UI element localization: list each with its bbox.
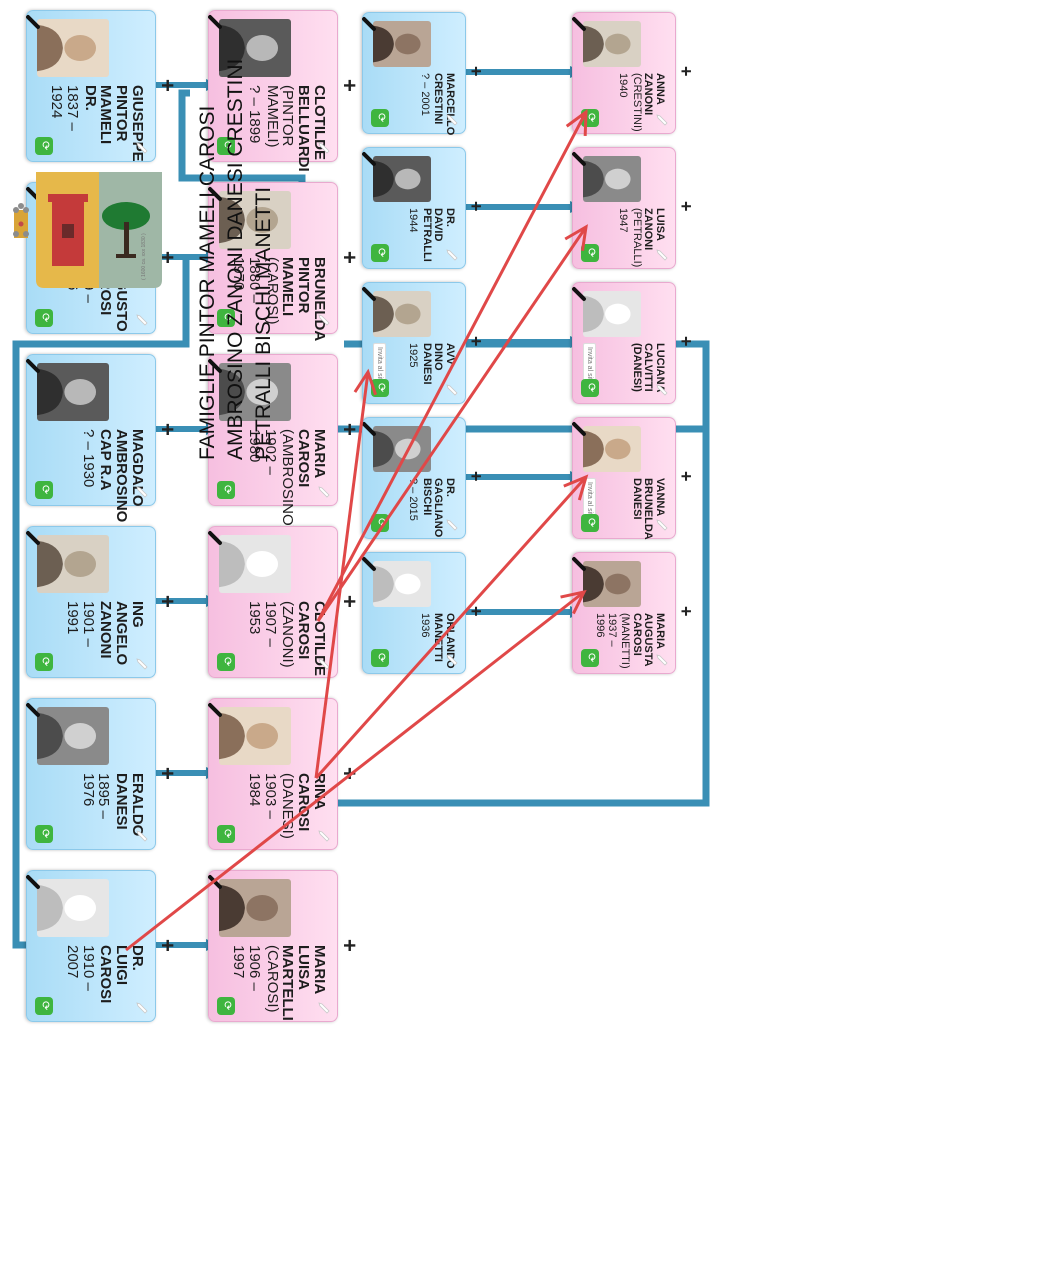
edit-pencil-icon[interactable] [317, 141, 331, 155]
title-line-2: AMBROSINO ZANONI DANESI CRESTINI [224, 58, 247, 460]
crown-icon [13, 203, 29, 238]
person-photo[interactable] [219, 363, 291, 421]
edit-pencil-icon[interactable] [445, 383, 459, 397]
person-photo[interactable] [219, 19, 291, 77]
edit-pencil-icon[interactable] [445, 113, 459, 127]
female-person-card[interactable]: ANNA ZANONI(CRESTINI)1940⟳ [571, 12, 676, 134]
female-person-card[interactable]: LUISA ZANONI(PETRALLI)1947⟳ [571, 147, 676, 269]
person-photo[interactable] [373, 561, 431, 607]
female-person-card[interactable]: RINA CAROSI(DANESI)1903 – 1984⟳ [207, 698, 338, 850]
person-photo[interactable] [37, 363, 109, 421]
female-person-card[interactable]: MARIA AUGUSTA CAROSI(MANETTI)1937 – 1996… [571, 552, 676, 674]
person-photo[interactable] [583, 21, 641, 67]
edit-pencil-icon[interactable] [317, 313, 331, 327]
person-photo[interactable] [219, 879, 291, 937]
person-photo[interactable] [37, 879, 109, 937]
person-photo[interactable] [37, 535, 109, 593]
female-person-card[interactable]: CLOTILDE CAROSI(ZANONI)1907 – 1953⟳ [207, 526, 338, 678]
person-photo[interactable] [219, 535, 291, 593]
title-line-3: PETRALLI BISCHI MANETTI [252, 186, 275, 460]
male-person-card[interactable]: MARCELLO CRESTINI? – 2001⟳ [361, 12, 466, 135]
coat-of-arms-motto: ( 1600 ca. xxx 1830 ) [141, 233, 147, 280]
edit-pencil-icon[interactable] [135, 485, 149, 499]
title-line-1: FAMIGLIE PINTOR MAMELI CAROSI [196, 105, 219, 460]
descendant-arrow [125, 590, 585, 952]
female-person-card[interactable]: CLOTILDE BELLUARDI(PINTOR MAMELI)? – 189… [207, 10, 338, 172]
female-person-card[interactable]: MARIA LUISA MARTELLI(CAROSI)1906 – 1997⟳ [207, 870, 338, 1022]
edit-pencil-icon[interactable] [655, 653, 669, 667]
female-person-card[interactable]: MARIA CAROSI(AMBROSINO)1902 – 1980⟳ [207, 354, 338, 531]
coat-of-arms-icon: ( 1600 ca. xxx 1830 ) [13, 172, 162, 288]
descendant-arrow-head [560, 589, 587, 615]
female-person-card[interactable]: LUCIANA CALVITTI (DANESI)Invita al sito⟳ [571, 282, 676, 404]
edit-pencil-icon[interactable] [135, 141, 149, 155]
male-person-card[interactable]: GIUSEPPE PINTOR MAMELI Dr.1837 – 1924⟳ [25, 10, 156, 162]
descent-connector [338, 340, 710, 807]
coat-of-arms: ( 1600 ca. xxx 1830 ) [4, 164, 169, 304]
person-photo[interactable] [219, 191, 291, 249]
edit-pencil-icon[interactable] [655, 113, 669, 127]
descent-connector [12, 257, 190, 949]
person-photo[interactable] [583, 426, 641, 472]
edit-pencil-icon[interactable] [135, 1001, 149, 1015]
descendant-arrow [316, 226, 588, 622]
person-photo[interactable] [373, 21, 431, 67]
edit-pencil-icon[interactable] [135, 657, 149, 671]
person-photo[interactable] [37, 19, 109, 77]
edit-pencil-icon[interactable] [445, 518, 459, 532]
descendant-arrow-head [565, 108, 588, 137]
edit-pencil-icon[interactable] [655, 248, 669, 262]
person-photo[interactable] [373, 156, 431, 202]
title-block: FAMIGLIE PINTOR MAMELI CAROSI AMBROSINO … [196, 20, 286, 460]
descendant-arrow-head [563, 474, 589, 501]
person-photo[interactable] [37, 707, 109, 765]
person-photo[interactable] [583, 561, 641, 607]
edit-pencil-icon[interactable] [445, 248, 459, 262]
person-photo[interactable] [219, 707, 291, 765]
edit-pencil-icon[interactable] [317, 657, 331, 671]
edit-pencil-icon[interactable] [655, 383, 669, 397]
descendant-arrow [314, 475, 588, 780]
edit-pencil-icon[interactable] [655, 518, 669, 532]
person-photo[interactable] [583, 156, 641, 202]
female-person-card[interactable]: BRUNELDA PINTOR MAMELI(CAROSI)1880 – 197… [207, 182, 338, 341]
descendant-arrow [316, 111, 588, 622]
edit-pencil-icon[interactable] [317, 485, 331, 499]
edit-pencil-icon[interactable] [317, 1001, 331, 1015]
male-person-card[interactable]: MAGDALO AMBROSINO Cap R.A? – 1930⟳ [25, 354, 156, 522]
edit-pencil-icon[interactable] [445, 653, 459, 667]
person-photo[interactable] [583, 291, 641, 337]
descendant-arrow [314, 371, 370, 779]
edit-pencil-icon[interactable] [135, 313, 149, 327]
edit-pencil-icon[interactable] [135, 829, 149, 843]
descendant-arrow-head [353, 368, 378, 396]
descendant-arrow-head [564, 224, 588, 251]
person-photo[interactable] [373, 291, 431, 337]
edit-pencil-icon[interactable] [317, 829, 331, 843]
